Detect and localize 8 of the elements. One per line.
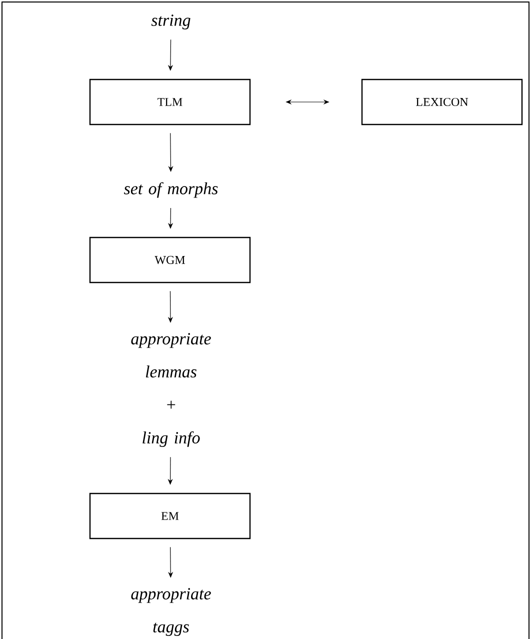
process-box: TLM (89, 78, 251, 126)
data-label: set of morphs (124, 182, 218, 198)
process-box: LEXICON (361, 78, 523, 126)
data-label: string (151, 14, 190, 30)
process-box: EM (89, 492, 251, 540)
data-label: appropriate taggs (131, 588, 211, 636)
process-box: WGM (89, 236, 251, 284)
data-label: appropriate lemmas + ling info (131, 333, 211, 447)
